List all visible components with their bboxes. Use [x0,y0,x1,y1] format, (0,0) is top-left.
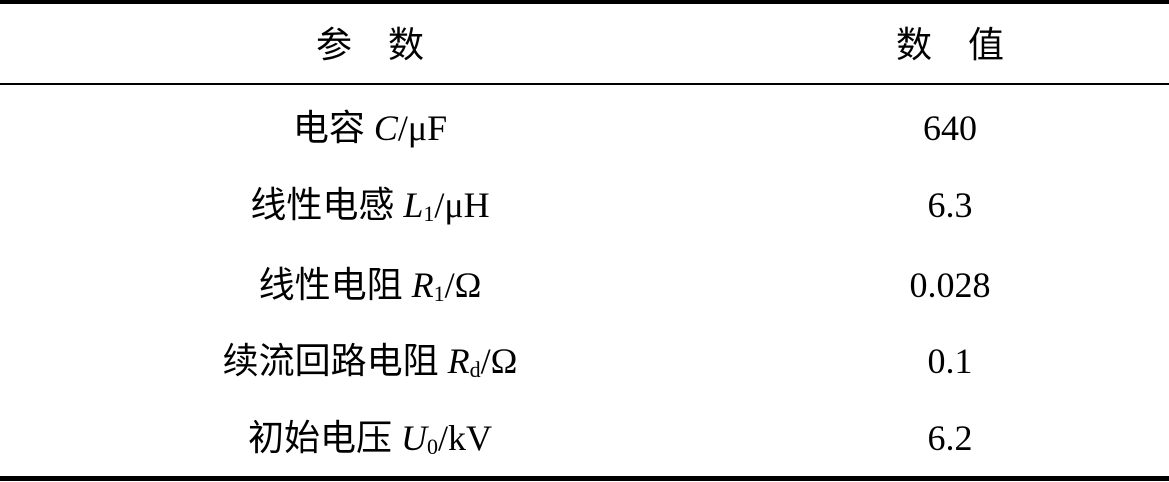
table-top-rule [0,0,1169,4]
param-unit: /μF [397,108,448,148]
param-symbol: R [447,341,470,381]
param-subscript: d [469,357,481,382]
param-subscript: 1 [433,281,445,306]
value-cell: 6.2 [927,418,973,458]
header-value: 数值 [700,25,1169,65]
table-header-rule [0,83,1169,85]
param-unit: /Ω [444,265,482,305]
param-cell: 线性电阻 R1/Ω [70,265,670,305]
param-unit: /Ω [480,341,518,381]
param-unit: /μH [434,185,490,225]
value-cell: 0.1 [927,341,973,381]
param-symbol: R [411,265,434,305]
header-char: 参 [315,25,352,65]
param-cell: 线性电感 L1/μH [70,185,670,225]
header-parameter: 参数 [70,25,670,65]
param-name: 线性电阻 [258,265,412,305]
param-cell: 电容 C/μF [70,108,670,148]
param-cell: 初始电压 U0/kV [70,418,670,458]
param-subscript: 1 [423,201,435,226]
value-cell: 0.028 [909,265,991,305]
param-name: 初始电压 [247,418,401,458]
param-unit: /kV [438,418,492,458]
header-char: 数 [388,25,425,65]
value-cell: 6.3 [927,185,973,225]
param-name: 续流回路电阻 [222,341,448,381]
param-symbol: L [403,185,424,225]
param-name: 线性电感 [250,185,404,225]
header-char: 值 [968,25,1005,65]
param-symbol: C [373,108,398,148]
param-symbol: U [401,418,427,458]
value-cell: 640 [923,108,977,148]
param-cell: 续流回路电阻 Rd/Ω [70,341,670,381]
header-char: 数 [895,25,932,65]
param-name: 电容 [292,108,374,148]
table-bottom-rule [0,476,1169,481]
param-subscript: 0 [427,434,438,459]
